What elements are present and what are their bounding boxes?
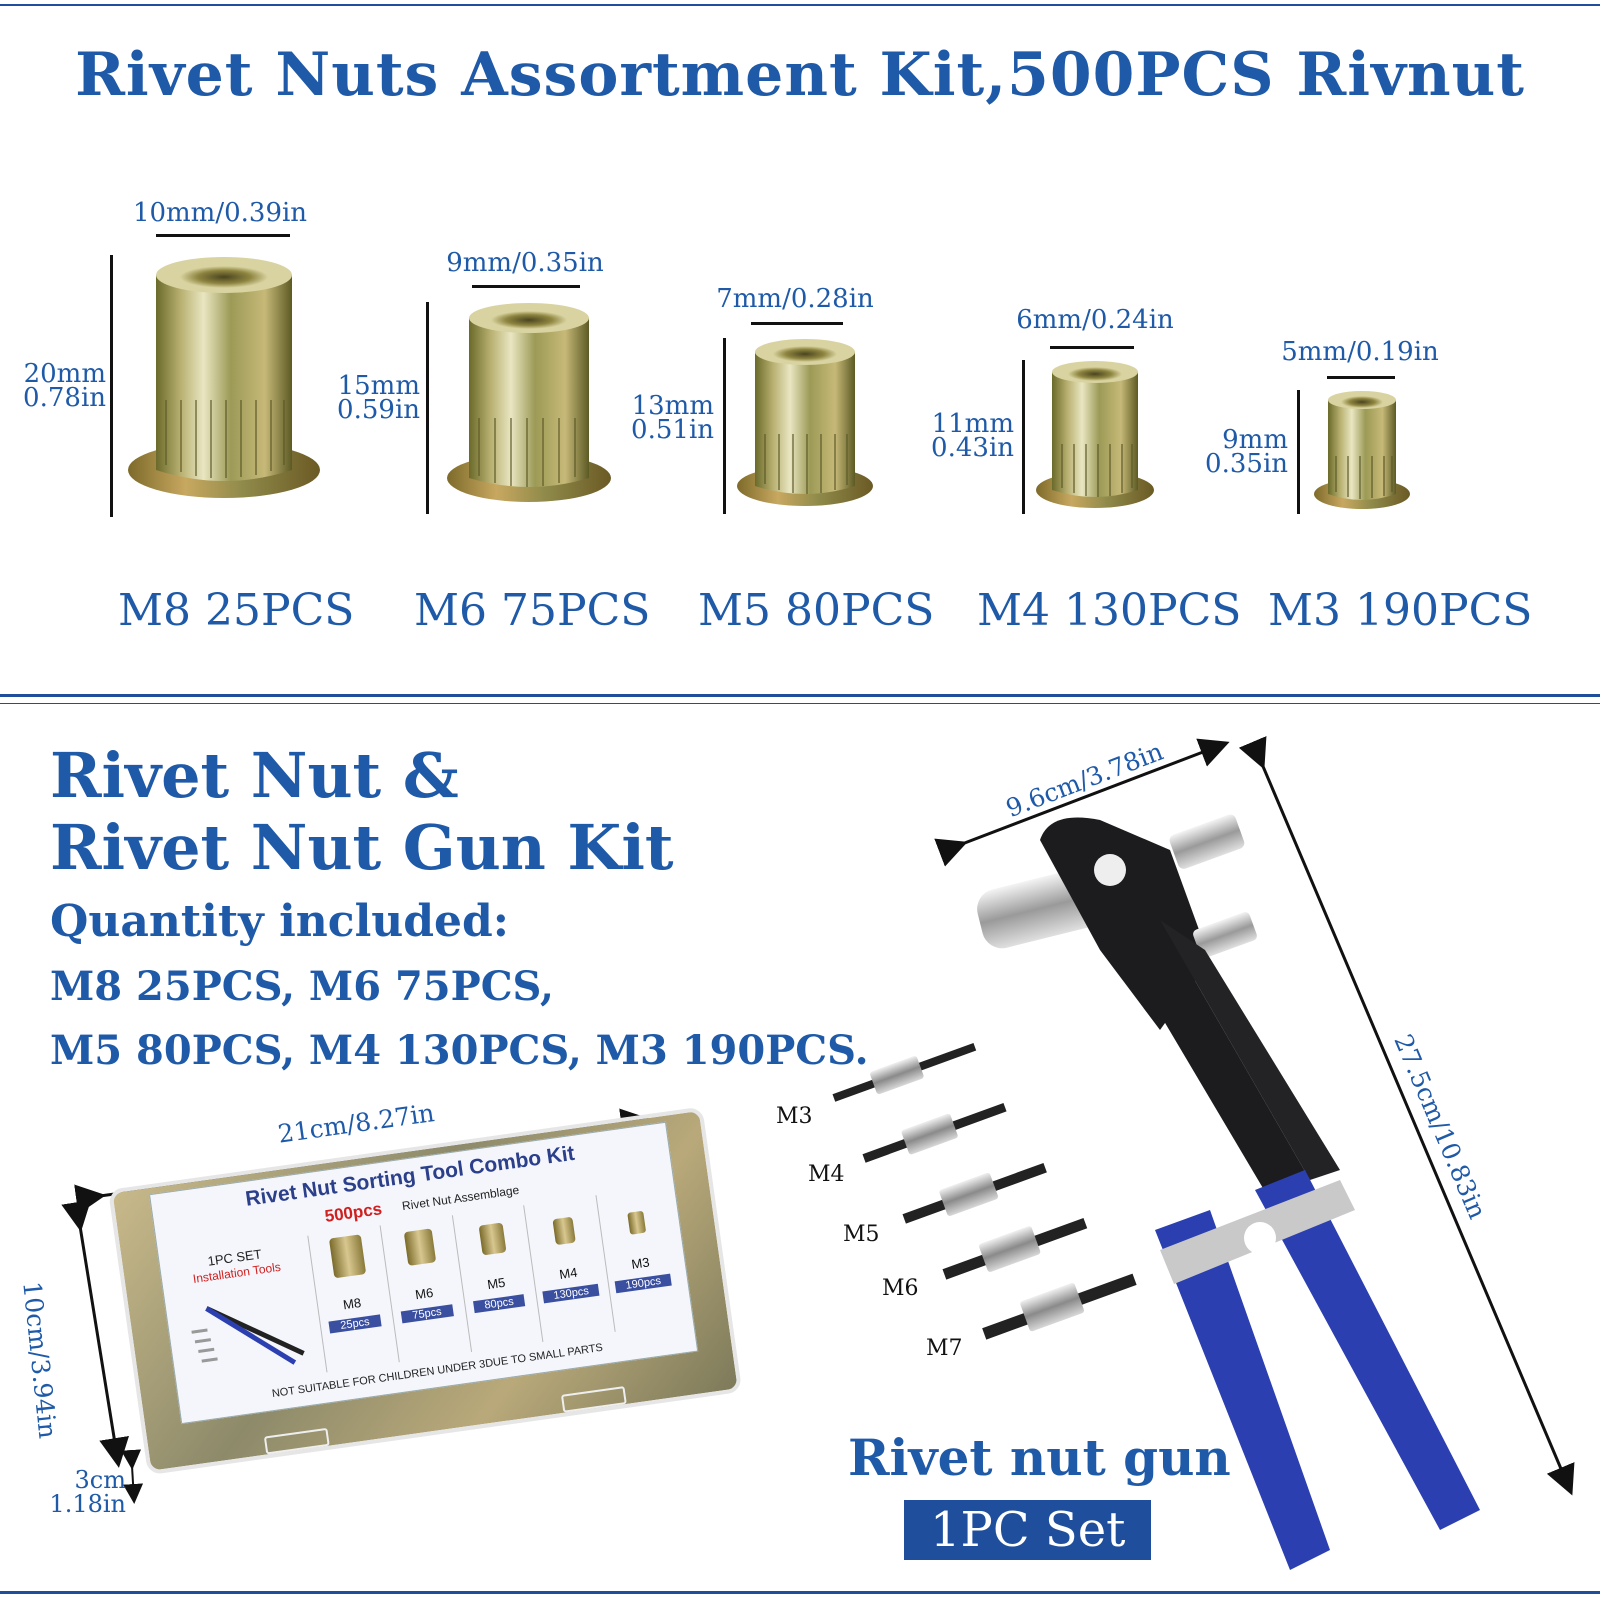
mandrel-label-m7: M7: [926, 1336, 963, 1361]
bottom-rule: [0, 1591, 1600, 1594]
rivet-nut-gun-image: [977, 814, 1480, 1570]
m5-rivet-nut-image: [737, 339, 873, 506]
box-label-card: Rivet Nut Sorting Tool Combo Kit 500pcs …: [149, 1121, 699, 1425]
card-gun-thumbnail: [191, 1306, 305, 1365]
m8-quantity: M8 25PCS: [118, 585, 355, 636]
m4-width-label: 6mm/0.24in: [1016, 305, 1174, 335]
m3-width-bar: [1327, 376, 1395, 379]
card-cell-size: M6: [414, 1284, 435, 1303]
mandrel-label-m5: M5: [843, 1222, 880, 1247]
quantity-heading: Quantity included:: [50, 896, 510, 947]
m4-width-bar: [1050, 346, 1134, 349]
card-cell-qty: 130pcs: [542, 1283, 600, 1304]
top-rule: [0, 4, 1600, 6]
card-cell-size: M3: [630, 1254, 651, 1272]
m3-height-bar: [1297, 390, 1300, 514]
card-cell-size: M8: [342, 1294, 363, 1313]
mandrel-set-image: [832, 1042, 1137, 1340]
card-cell-size: M5: [486, 1274, 507, 1293]
card-cell-m6: M6 75pcs: [379, 1216, 467, 1363]
m8-width-bar: [156, 234, 290, 237]
m5-width-label: 7mm/0.28in: [716, 284, 874, 314]
section-divider-upper: [0, 694, 1600, 697]
storage-box: Rivet Nut Sorting Tool Combo Kit 500pcs …: [108, 1106, 743, 1476]
m3-width-label: 5mm/0.19in: [1281, 337, 1439, 367]
card-cell-nut-icon: [552, 1216, 577, 1246]
m6-height-bar: [426, 302, 429, 514]
card-cell-m4: M4 130pcs: [523, 1195, 611, 1342]
kit-heading-line2: Rivet Nut Gun Kit: [50, 811, 674, 884]
card-cell-qty: 75pcs: [400, 1304, 454, 1324]
m3-rivet-nut-image: [1314, 391, 1410, 509]
section-divider-lower: [0, 703, 1600, 704]
m6-quantity: M6 75PCS: [414, 585, 651, 636]
mandrel-label-m3: M3: [776, 1104, 813, 1129]
box-width-label: 21cm/8.27in: [276, 1098, 437, 1149]
m6-width-bar: [472, 285, 580, 288]
quantity-line2: M5 80PCS, M4 130PCS, M3 190PCS.: [50, 1027, 869, 1074]
mandrel-label-m6: M6: [882, 1276, 919, 1301]
m8-height-bar: [110, 255, 113, 517]
quantity-line1: M8 25PCS, M6 75PCS,: [50, 963, 554, 1010]
card-cell-m8: M8 25pcs: [307, 1226, 395, 1373]
card-cell-nut-icon: [328, 1234, 367, 1279]
m8-rivet-nut-image: [128, 257, 320, 498]
m3-quantity: M3 190PCS: [1268, 585, 1533, 636]
card-cell-qty: 25pcs: [328, 1314, 382, 1334]
page-title: Rivet Nuts Assortment Kit,500PCS Rivnut: [75, 40, 1525, 110]
mandrel-label-m4: M4: [808, 1162, 845, 1187]
m4-quantity: M4 130PCS: [977, 585, 1242, 636]
gun-title: Rivet nut gun: [848, 1428, 1231, 1487]
m6-width-label: 9mm/0.35in: [446, 248, 604, 278]
card-cell-m5: M5 80pcs: [451, 1205, 539, 1353]
card-cell-qty: 190pcs: [614, 1273, 672, 1294]
m5-quantity: M5 80PCS: [698, 585, 935, 636]
card-cell-m3: M3 190pcs: [595, 1185, 683, 1332]
m5-width-bar: [751, 322, 843, 325]
kit-heading-line1: Rivet Nut &: [50, 739, 459, 812]
m4-height-bar: [1022, 360, 1025, 514]
card-cell-nut-icon: [403, 1228, 437, 1266]
card-cell-size: M4: [558, 1264, 579, 1282]
box-height-label: 10cm/3.94in: [17, 1280, 63, 1440]
m6-rivet-nut-image: [447, 303, 611, 502]
card-count: 500pcs: [323, 1199, 384, 1226]
m5-height-bar: [723, 338, 726, 514]
card-cell-nut-icon: [478, 1222, 507, 1256]
card-cell-nut-icon: [627, 1210, 647, 1235]
card-cell-qty: 80pcs: [472, 1294, 526, 1314]
m8-width-label: 10mm/0.39in: [132, 198, 308, 228]
m4-rivet-nut-image: [1036, 361, 1154, 508]
gun-set-badge: 1PC Set: [904, 1500, 1152, 1560]
